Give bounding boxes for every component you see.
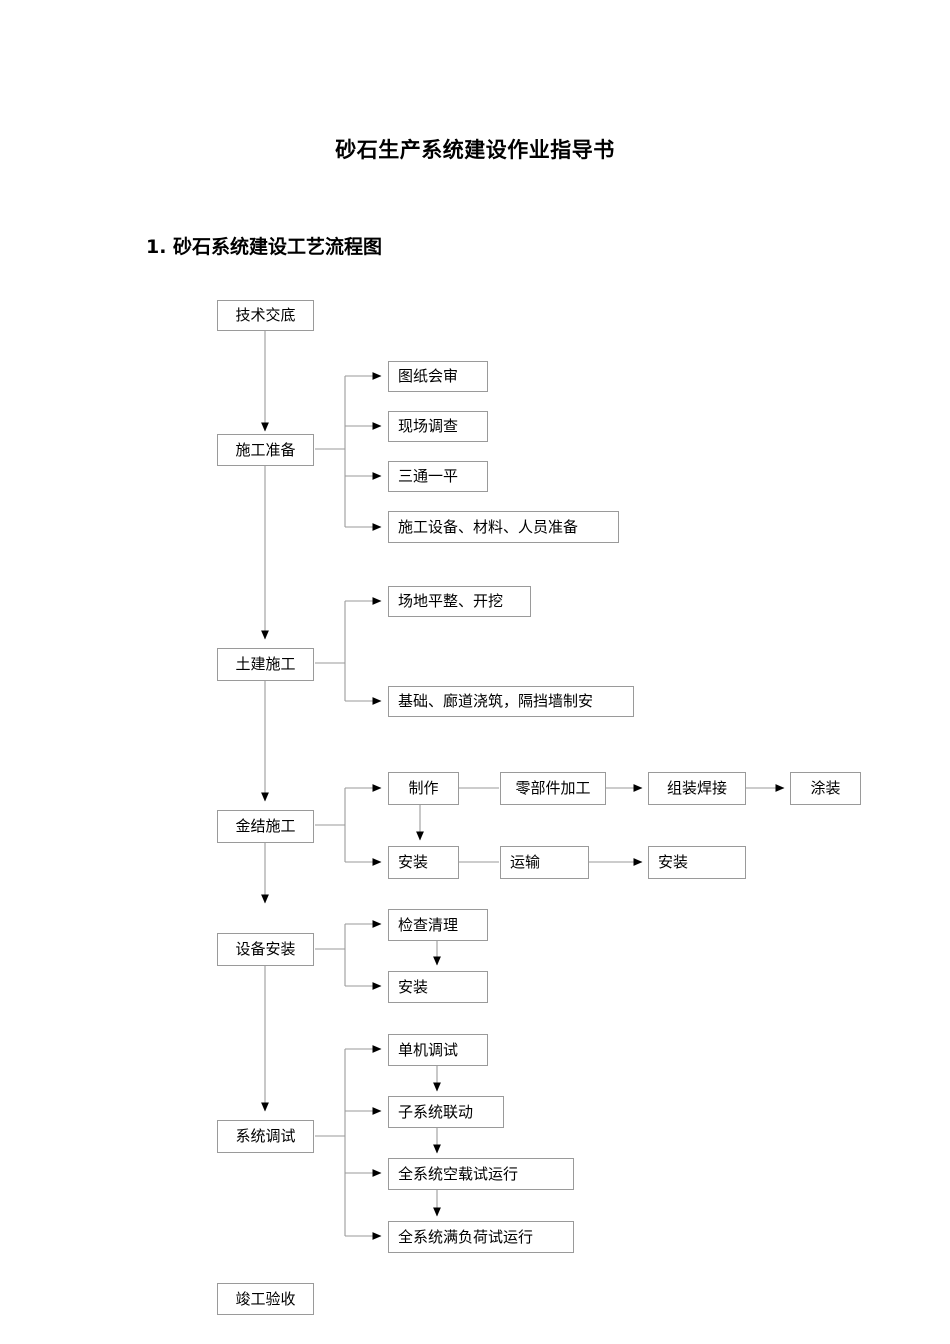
flow-node-full-system-no-load-trial[interactable]: 全系统空载试运行 xyxy=(388,1158,574,1190)
flow-node-completion-acceptance[interactable]: 竣工验收 xyxy=(217,1283,314,1315)
section-heading: 1. 砂石系统建设工艺流程图 xyxy=(146,236,383,258)
flow-node-system-commissioning[interactable]: 系统调试 xyxy=(217,1120,314,1153)
flow-node-assembly-welding[interactable]: 组装焊接 xyxy=(648,772,746,805)
flow-node-site-leveling-excavation[interactable]: 场地平整、开挖 xyxy=(388,586,531,617)
flow-node-foundation-gallery-pouring-partition-wall[interactable]: 基础、廊道浇筑，隔挡墙制安 xyxy=(388,686,634,717)
flow-node-transport[interactable]: 运输 xyxy=(500,846,589,879)
flow-node-three-connections-one-leveling[interactable]: 三通一平 xyxy=(388,461,488,492)
flow-node-equipment-mounting[interactable]: 安装 xyxy=(388,971,488,1003)
flow-node-inspection-cleaning[interactable]: 检查清理 xyxy=(388,909,488,941)
flow-node-construction-preparation[interactable]: 施工准备 xyxy=(217,434,314,466)
flow-node-single-machine-commissioning[interactable]: 单机调试 xyxy=(388,1034,488,1066)
flow-node-metal-structure-construction[interactable]: 金结施工 xyxy=(217,810,314,843)
flow-node-equipment-installation[interactable]: 设备安装 xyxy=(217,933,314,966)
flow-node-technical-disclosure[interactable]: 技术交底 xyxy=(217,300,314,331)
flow-node-drawing-review[interactable]: 图纸会审 xyxy=(388,361,488,392)
page-title: 砂石生产系统建设作业指导书 xyxy=(335,138,615,162)
flow-node-metal-installation[interactable]: 安装 xyxy=(388,846,459,879)
flow-node-painting[interactable]: 涂装 xyxy=(790,772,861,805)
flow-node-full-system-full-load-trial[interactable]: 全系统满负荷试运行 xyxy=(388,1221,574,1253)
flow-node-subsystem-interlock[interactable]: 子系统联动 xyxy=(388,1096,504,1128)
flow-node-parts-machining[interactable]: 零部件加工 xyxy=(500,772,606,805)
flow-node-site-survey[interactable]: 现场调查 xyxy=(388,411,488,442)
flow-node-civil-construction[interactable]: 土建施工 xyxy=(217,648,314,681)
flow-node-equipment-material-personnel-preparation[interactable]: 施工设备、材料、人员准备 xyxy=(388,511,619,543)
flow-node-onsite-installation[interactable]: 安装 xyxy=(648,846,746,879)
flow-node-fabrication[interactable]: 制作 xyxy=(388,772,459,805)
